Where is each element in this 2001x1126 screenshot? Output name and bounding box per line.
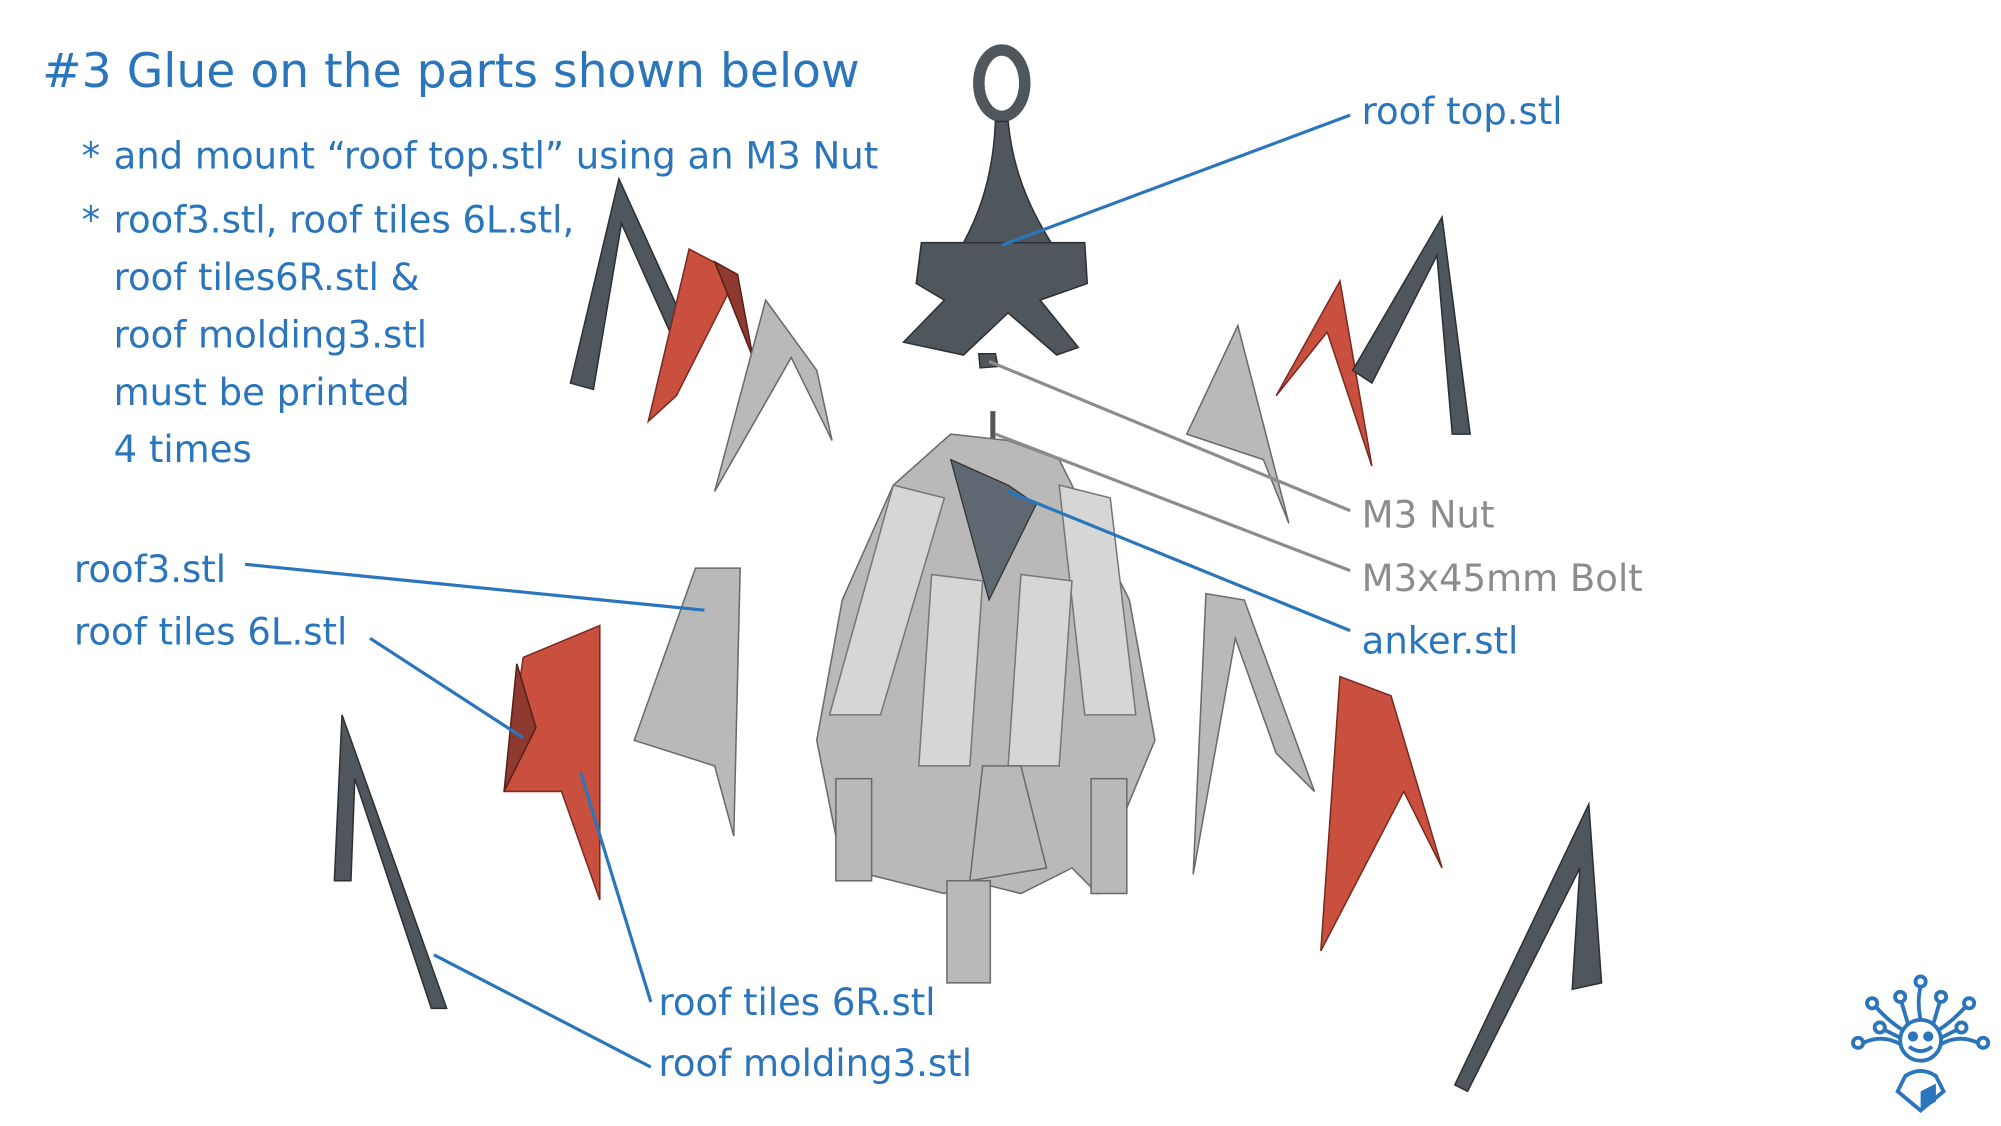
note-line-6: 4 times	[114, 428, 252, 471]
roof3-part	[713, 298, 833, 492]
roof-top-part	[901, 44, 1089, 356]
note-line-5: must be printed	[114, 371, 410, 414]
roof-tiles-part	[1275, 278, 1373, 467]
note-line-2: roof3.stl, roof tiles 6L.stl,	[114, 198, 575, 241]
roof-molding3-part	[333, 714, 448, 1010]
m3-nut-part	[977, 352, 999, 369]
tower-body-part	[815, 411, 1156, 984]
leader-roof3	[244, 562, 705, 612]
leader-tiles-6r	[579, 771, 653, 1003]
brand-logo-icon	[1851, 974, 1991, 1113]
leader-molding3	[433, 953, 652, 1069]
roof-molding3-part	[1453, 801, 1603, 1093]
leader-bolt	[994, 432, 1351, 573]
leader-roof-top	[1001, 113, 1351, 247]
label-molding3: roof molding3.stl	[658, 1042, 971, 1085]
leader-tiles-6l	[369, 636, 525, 740]
note-line-4: roof molding3.stl	[114, 313, 427, 356]
label-anker: anker.stl	[1362, 620, 1519, 663]
label-m3-nut: M3 Nut	[1362, 493, 1495, 536]
label-tiles-6r: roof tiles 6R.stl	[658, 981, 935, 1024]
label-roof-top: roof top.stl	[1362, 90, 1563, 133]
label-bolt: M3x45mm Bolt	[1362, 557, 1643, 600]
roof3-part	[1192, 592, 1316, 875]
roof-tiles-side	[503, 663, 537, 792]
roof-molding3-part	[1351, 214, 1471, 435]
roof-tiles-side	[713, 260, 754, 358]
label-roof3: roof3.stl	[74, 548, 226, 591]
roof3-part	[1185, 323, 1290, 524]
roof3-part	[633, 567, 741, 837]
bullet-1: *	[82, 135, 101, 178]
leader-anker	[1007, 490, 1351, 633]
bullet-2: *	[82, 198, 101, 241]
roof-tiles-part	[1320, 675, 1443, 952]
label-tiles-6l: roof tiles 6L.stl	[74, 611, 347, 654]
leader-m3-nut	[988, 359, 1351, 513]
note-line-1: and mount “roof top.stl” using an M3 Nut	[114, 135, 879, 178]
note-line-3: roof tiles6R.stl &	[114, 256, 420, 299]
step-title: #3 Glue on the parts shown below	[42, 44, 859, 99]
